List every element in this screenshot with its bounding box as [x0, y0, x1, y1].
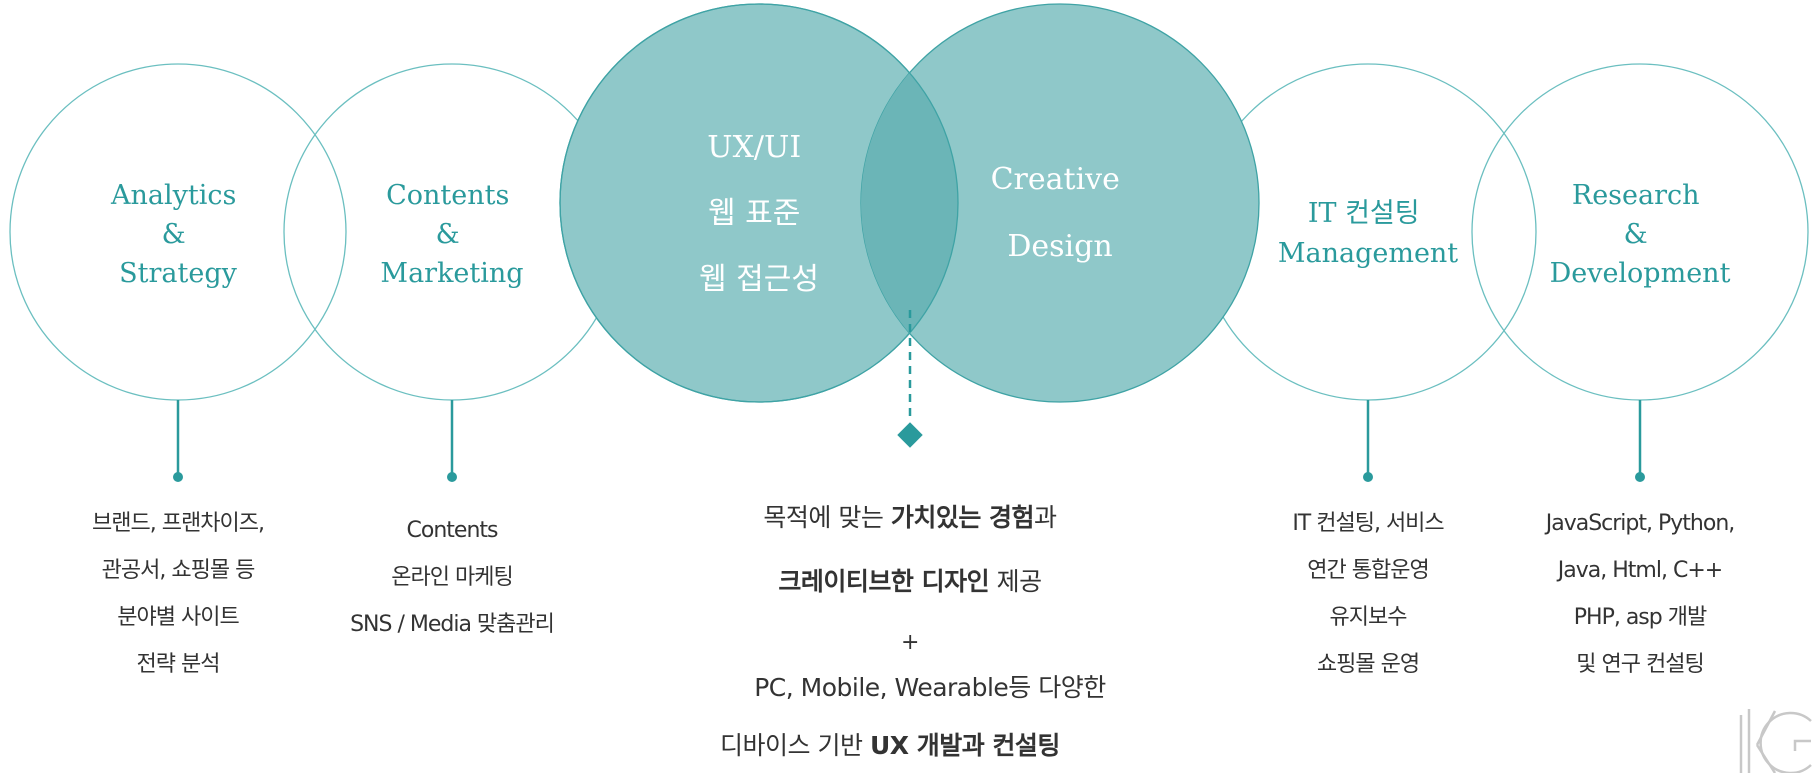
center-line-1-text: 목적에 맞는: [763, 503, 891, 532]
center-line-1-suffix: 과: [1034, 503, 1057, 532]
connector-contents: [447, 400, 457, 482]
connector-center: [897, 310, 923, 448]
center-line-4: 디바이스 기반 UX 개발과 컨설팅: [600, 726, 1220, 778]
connector-analytics: [173, 400, 183, 482]
research-title: Research & Development: [1550, 180, 1731, 289]
desc-line: Contents: [406, 518, 499, 543]
desc-line: 브랜드, 프랜차이즈,: [92, 511, 265, 536]
desc-line: 분야별 사이트: [117, 605, 239, 630]
desc-line: 관공서, 쇼핑몰 등: [101, 558, 256, 583]
creative-title: Creative Design: [991, 162, 1130, 264]
center-plus: +: [901, 630, 919, 655]
desc-line: IT 컨설팅, 서비스: [1292, 511, 1444, 536]
center-line-3: PC, Mobile, Wearable등 다양한: [754, 673, 1106, 702]
center-line-2: 크레이티브한 디자인 제공: [600, 562, 1220, 630]
research-description: JavaScript, Python, Java, Html, C++ PHP,…: [1520, 500, 1760, 688]
it-title: IT 컨설팅 Management: [1278, 198, 1458, 269]
desc-line: 온라인 마케팅: [391, 565, 513, 590]
it-description: IT 컨설팅, 서비스 연간 통합운영 유지보수 쇼핑몰 운영: [1248, 500, 1488, 688]
center-line-2-suffix: 제공: [989, 567, 1043, 596]
contents-title: Contents & Marketing: [380, 180, 523, 289]
center-line-1-bold: 가치있는 경험: [890, 503, 1035, 532]
uxui-title: UX/UI 웹 표준 웹 접근성: [699, 130, 819, 297]
desc-line: 쇼핑몰 운영: [1316, 652, 1420, 677]
desc-line: Java, Html, C++: [1557, 558, 1723, 583]
uxui-circle-outline: [559, 3, 959, 403]
center-line-2-bold: 크레이티브한 디자인: [778, 567, 990, 596]
desc-line: 연간 통합운영: [1307, 558, 1429, 583]
diamond-marker: [897, 422, 923, 448]
desc-line: JavaScript, Python,: [1545, 511, 1736, 536]
connector-it: [1363, 400, 1373, 482]
desc-line: PHP, asp 개발: [1573, 605, 1707, 630]
center-line-1: 목적에 맞는 가치있는 경험과: [600, 498, 1220, 548]
analytics-title: Analytics & Strategy: [110, 180, 245, 289]
connector-research: [1635, 400, 1645, 482]
contents-description: Contents 온라인 마케팅 SNS / Media 맞춤관리: [322, 507, 582, 648]
center-line-4-bold: UX 개발과 컨설팅: [869, 731, 1060, 760]
logo-mark: [1739, 709, 1812, 773]
analytics-description: 브랜드, 프랜차이즈, 관공서, 쇼핑몰 등 분야별 사이트 전략 분석: [58, 500, 298, 688]
center-description: 목적에 맞는 가치있는 경험과 크레이티브한 디자인 제공 + PC, Mobi…: [600, 498, 1220, 778]
desc-line: SNS / Media 맞춤관리: [350, 612, 555, 637]
desc-line: 전략 분석: [136, 652, 221, 677]
desc-line: 유지보수: [1329, 605, 1408, 630]
center-line-4-text: 디바이스 기반: [720, 731, 870, 760]
desc-line: 및 연구 컨설팅: [1576, 652, 1704, 677]
